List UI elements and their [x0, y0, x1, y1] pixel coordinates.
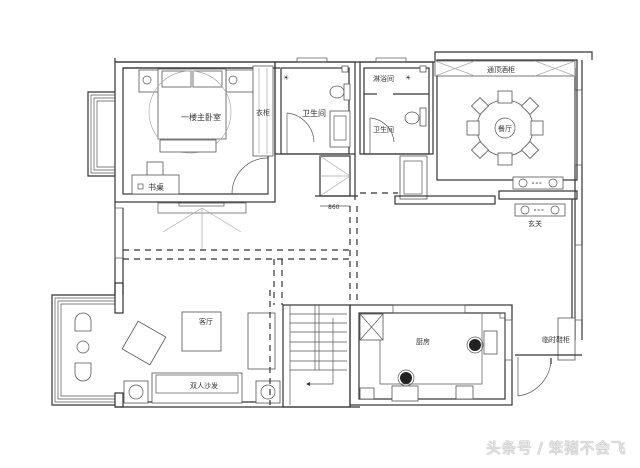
desk	[131, 174, 180, 195]
label-temp-shoe-cabinet: 临时鞋柜	[542, 335, 570, 344]
bench	[159, 139, 217, 153]
dining-room: 通顶酒柜 餐厅 ∘∘∘	[434, 59, 578, 190]
master-bedroom: 书桌 一楼主卧室 衣柜	[131, 65, 274, 195]
wine-cabinet	[434, 60, 576, 77]
label-dining: 餐厅	[498, 124, 512, 133]
outer-walls	[51, 51, 593, 408]
label-bathroom-1: 卫生间	[302, 108, 326, 118]
side-sofa	[247, 312, 276, 370]
armchair	[121, 320, 167, 366]
label-loveseat: 双人沙发	[190, 381, 218, 390]
svg-text:∘∘∘: ∘∘∘	[533, 207, 544, 214]
bathroom-2: 淋浴间 卫生间 ☀	[359, 57, 434, 200]
label-kitchen: 厨房	[416, 337, 430, 346]
label-foyer: 玄关	[528, 219, 542, 228]
dimension-860: 860	[328, 204, 340, 211]
bay-window-living	[51, 282, 124, 408]
label-master-bedroom: 一楼主卧室	[181, 112, 221, 122]
person-icon	[469, 339, 481, 351]
label-wine-cabinet: 通顶酒柜	[487, 65, 515, 74]
wardrobe	[252, 65, 274, 157]
loveseat	[151, 372, 243, 404]
stove	[391, 385, 419, 402]
upper-stair: 860	[315, 154, 496, 211]
lower-stair	[282, 304, 351, 408]
label-desk: 书桌	[148, 182, 164, 192]
living-room: 客厅 双人沙发	[74, 202, 281, 404]
label-shower-room: 淋浴间	[373, 74, 394, 83]
kitchen: 厨房	[349, 304, 513, 406]
label-living-room: 客厅	[199, 317, 213, 326]
shoe-cabinet	[557, 317, 576, 361]
beam-lines	[123, 206, 358, 405]
bay-window-bedroom	[87, 91, 115, 177]
svg-text:∘∘∘: ∘∘∘	[531, 180, 542, 187]
sink	[483, 330, 498, 355]
light-icon: ☀	[283, 74, 289, 82]
foyer: ∘∘∘ 玄关 临时鞋柜	[498, 190, 582, 397]
watermark: 头条号 / 笨猪不会飞	[485, 439, 626, 457]
label-bathroom-2: 卫生间	[373, 125, 394, 134]
person-icon	[400, 372, 412, 384]
coffee-table	[181, 311, 222, 352]
bathroom-1: 卫生间 ☀	[274, 57, 356, 155]
label-wardrobe: 衣柜	[256, 108, 270, 117]
light-icon: ☀	[405, 74, 411, 82]
